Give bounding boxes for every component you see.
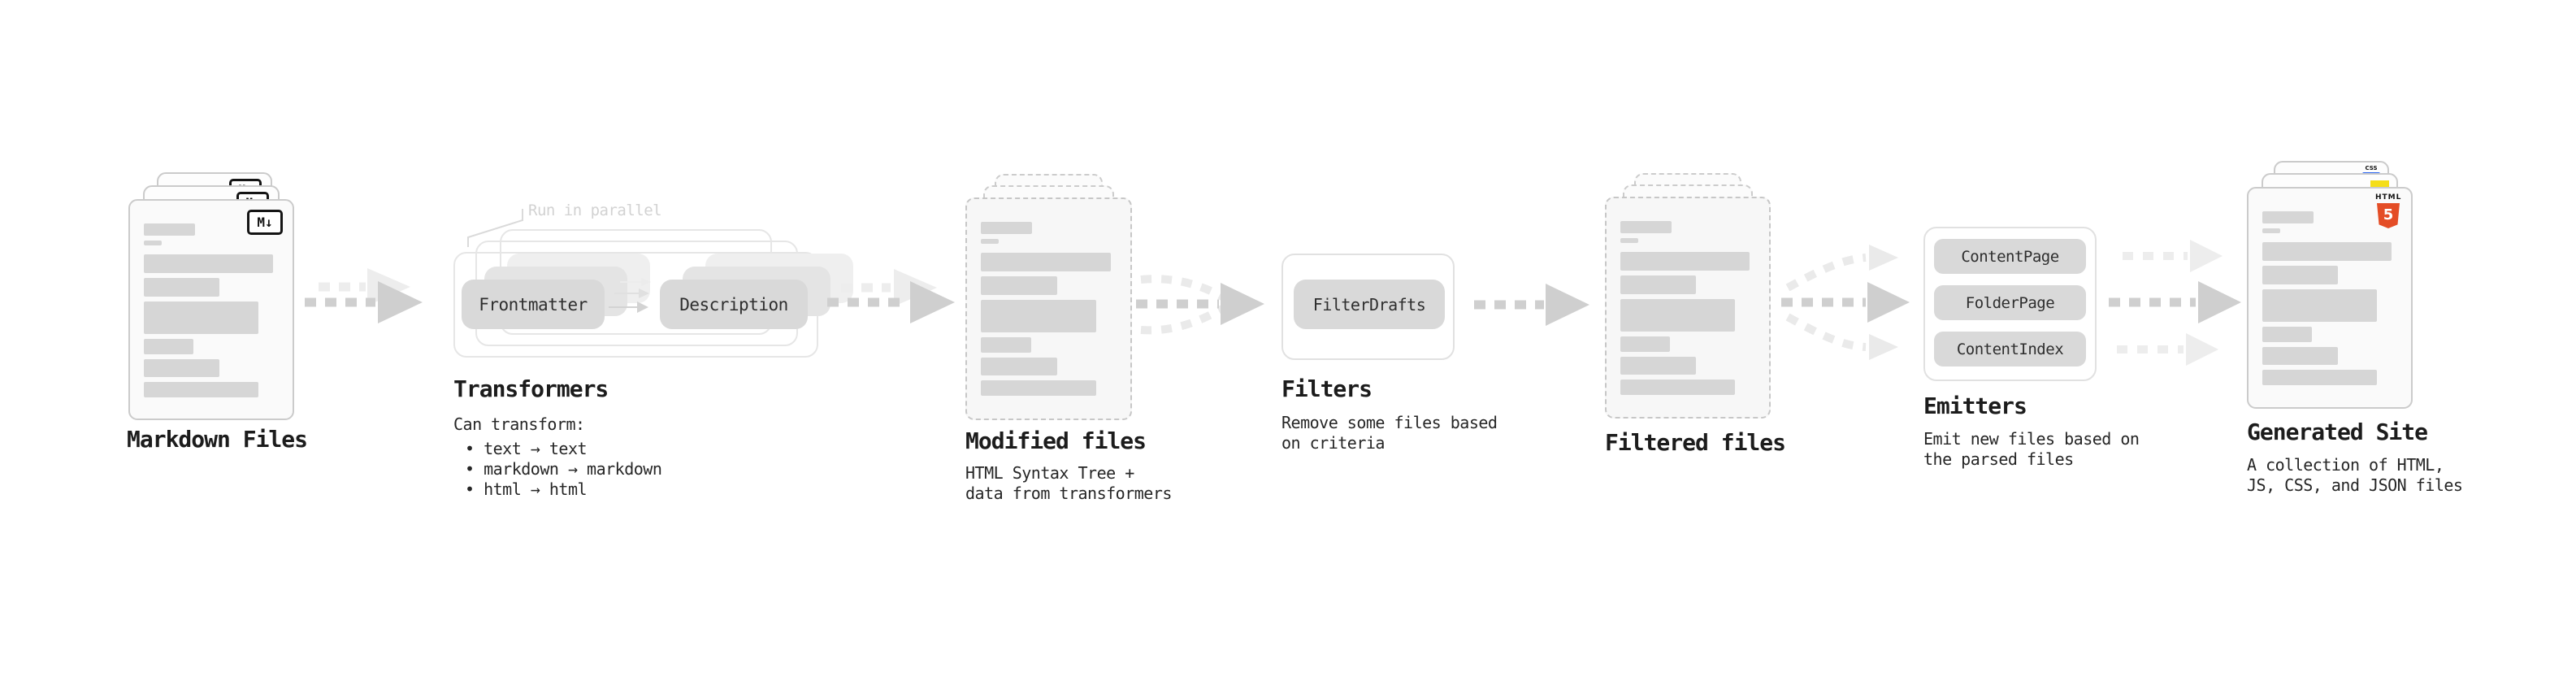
doc-text-bar: [2262, 242, 2392, 261]
doc-text-bar: [1620, 221, 1672, 233]
css-badge-label: CSS: [2365, 165, 2378, 171]
doc-text-bar: [981, 222, 1033, 234]
doc-text-bar: [144, 278, 219, 297]
filters-desc: on criteria: [1281, 433, 1385, 453]
doc-text-bar: [1620, 299, 1736, 332]
doc-text-bar: [144, 241, 162, 245]
doc-text-bar: [2262, 228, 2280, 233]
modified-files-desc: data from transformers: [965, 484, 1172, 503]
arrow-emitters-to-generated: [2109, 240, 2241, 366]
document-text-lines: [1620, 221, 1755, 400]
doc-text-bar: [1620, 336, 1671, 352]
doc-text-bar: [2262, 211, 2314, 223]
arrow-filtered-to-emitters: [1781, 245, 1910, 360]
transformers-bullet: • text → text: [465, 439, 588, 458]
stage-title-markdown-files: Markdown Files: [127, 426, 308, 453]
doc-text-bar: [144, 359, 219, 377]
modified-file-card-front: [965, 197, 1132, 420]
doc-text-bar: [2262, 370, 2378, 385]
doc-text-bar: [981, 239, 999, 244]
html5-badge-label: HTML: [2375, 193, 2402, 202]
arrow-markdown-to-transformers: [305, 268, 423, 323]
document-text-lines: [2262, 211, 2397, 390]
arrow-filters-to-filtered: [1474, 284, 1589, 326]
stage-title-filtered-files: Filtered files: [1605, 429, 1786, 456]
doc-text-bar: [2262, 289, 2378, 322]
run-in-parallel-annotation: Run in parallel: [528, 202, 662, 219]
doc-text-bar: [1620, 357, 1696, 375]
doc-text-bar: [2262, 327, 2313, 342]
emitters-desc: Emit new files based on: [1923, 429, 2140, 449]
html5-badge-shield: 5: [2377, 203, 2400, 228]
stage-title-emitters: Emitters: [1923, 393, 2027, 419]
modified-files-desc: HTML Syntax Tree +: [965, 463, 1134, 483]
transformers-bullet: • markdown → markdown: [465, 459, 662, 479]
doc-text-bar: [1620, 252, 1750, 271]
doc-text-bar: [1620, 380, 1736, 395]
doc-text-bar: [144, 339, 194, 354]
doc-text-bar: [144, 301, 259, 334]
generated-site-card-front: HTML 5: [2247, 187, 2413, 409]
doc-text-bar: [1620, 238, 1638, 243]
doc-text-bar: [1620, 275, 1696, 294]
doc-text-bar: [981, 276, 1057, 295]
description-pill: Description: [660, 280, 808, 329]
html5-badge-icon: HTML 5: [2375, 194, 2401, 228]
stage-title-transformers: Transformers: [453, 375, 609, 402]
folderpage-pill: FolderPage: [1934, 285, 2086, 320]
document-text-lines: [144, 223, 279, 402]
doc-text-bar: [981, 253, 1112, 271]
markdown-file-card-front: M↓: [128, 199, 294, 420]
doc-text-bar: [144, 223, 196, 236]
contentpage-pill: ContentPage: [1934, 239, 2086, 274]
doc-text-bar: [981, 358, 1057, 375]
document-text-lines: [981, 222, 1117, 401]
doc-text-bar: [981, 380, 1096, 396]
stage-title-filters: Filters: [1281, 375, 1373, 402]
emitters-desc: the parsed files: [1923, 449, 2074, 469]
doc-text-bar: [2262, 266, 2338, 284]
arrow-modified-to-filters: [1136, 275, 1264, 335]
filtered-file-card-front: [1605, 197, 1771, 419]
generated-site-desc: JS, CSS, and JSON files: [2247, 475, 2463, 495]
markdown-badge-icon: M↓: [247, 210, 283, 235]
doc-text-bar: [144, 382, 259, 397]
transformers-desc-heading: Can transform:: [453, 414, 585, 434]
contentindex-pill: ContentIndex: [1934, 332, 2086, 367]
doc-text-bar: [144, 254, 274, 273]
transformers-bullet: • html → html: [465, 479, 588, 499]
stage-title-generated-site: Generated Site: [2247, 419, 2428, 445]
filterdrafts-pill: FilterDrafts: [1294, 280, 1445, 329]
filters-desc: Remove some files based: [1281, 413, 1498, 432]
stage-title-modified-files: Modified files: [965, 427, 1147, 454]
doc-text-bar: [981, 337, 1031, 353]
frontmatter-pill: Frontmatter: [462, 280, 605, 329]
generated-site-desc: A collection of HTML,: [2247, 455, 2444, 475]
doc-text-bar: [2262, 347, 2338, 365]
doc-text-bar: [981, 300, 1096, 332]
